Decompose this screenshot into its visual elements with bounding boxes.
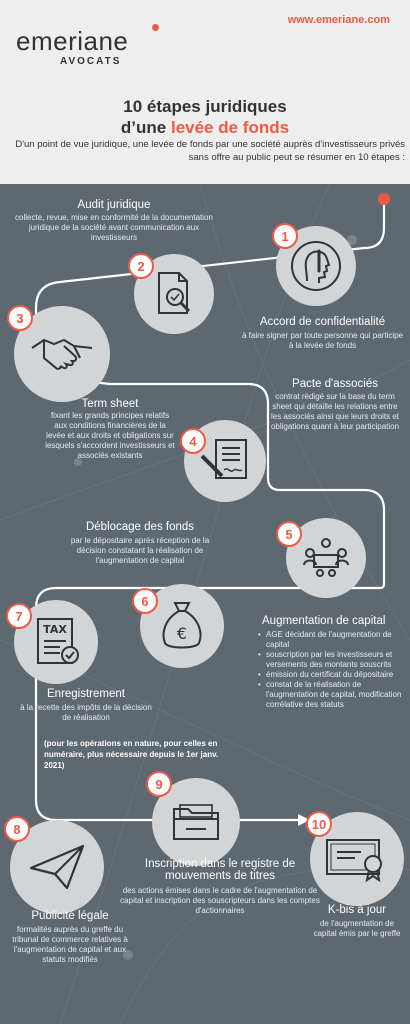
logo: emeriane AVOCATS	[16, 24, 159, 67]
step-10-badge: 10	[306, 811, 332, 837]
logo-name: emeriane	[16, 26, 129, 56]
step-7-desc: à la recette des impôts de la décision d…	[20, 703, 152, 722]
step-5-title: Augmentation de capital	[262, 615, 386, 627]
step-4-title: Pacte d'associés	[292, 378, 378, 390]
step-5-bullet: émission du certificat du dépositaire	[258, 670, 408, 680]
step-1-desc: à faire signer par toute personne qui pa…	[242, 331, 403, 350]
title-accent: levée de fonds	[170, 118, 290, 137]
title-line-2: d’une levée de fonds	[0, 117, 410, 138]
step-5-badge: 5	[276, 521, 302, 547]
timeline-arrow	[298, 814, 310, 826]
step-8-desc: formalités auprès du greffe du tribunal …	[12, 925, 128, 964]
meeting-table-icon	[300, 535, 352, 581]
step-5-bullet: constat de la réalisation de l'augmentat…	[258, 680, 408, 710]
svg-text:€: €	[177, 624, 187, 643]
step-7-title: Enregistrement	[47, 688, 125, 700]
step-6-desc: par le dépositaire après réception de la…	[70, 536, 210, 565]
step-2-desc: collecte, revue, mise en conformité de l…	[15, 213, 213, 242]
step-5-bullets: AGE décidant de l'augmentation de capita…	[258, 630, 408, 710]
contract-signing-icon	[198, 436, 252, 486]
step-10-desc: de l'augmentation de capital émis par le…	[313, 919, 401, 938]
tax-form-icon: TAX	[30, 615, 82, 669]
step-5-bullet: AGE décidant de l'augmentation de capita…	[258, 630, 408, 650]
step-8-title: Publicité légale	[31, 910, 109, 922]
silence-finger-icon	[289, 239, 343, 293]
svg-text:TAX: TAX	[43, 623, 67, 636]
step-6-badge: 6	[132, 588, 158, 614]
logo-subtitle: AVOCATS	[60, 56, 122, 67]
website-link[interactable]: www.emeriane.com	[287, 14, 390, 26]
title-line-1: 10 étapes juridiques	[123, 97, 287, 116]
handshake-icon	[30, 334, 94, 374]
folder-icon	[170, 799, 222, 845]
page-title: 10 étapes juridiques d’une levée de fond…	[0, 96, 410, 138]
logo-dot	[152, 24, 159, 31]
step-3-desc: fixant les grands principes relatifs aux…	[45, 411, 175, 460]
step-4-badge: 4	[180, 428, 206, 454]
step-9-badge: 9	[146, 771, 172, 797]
document-search-icon	[149, 269, 199, 319]
certificate-icon	[325, 836, 389, 882]
paper-plane-icon	[27, 842, 87, 892]
step-7-note: (pour les opérations en nature, pour cel…	[44, 739, 219, 770]
step-6-title: Déblocage des fonds	[85, 521, 195, 533]
title-prefix: d’une	[120, 118, 171, 137]
step-7-badge: 7	[6, 603, 32, 629]
step-9-desc: des actions émises dans le cadre de l'au…	[120, 886, 320, 915]
intro-text: D'un point de vue juridique, une levée d…	[15, 139, 405, 163]
step-3-title: Term sheet	[81, 398, 139, 410]
step-2-title: Audit juridique	[77, 199, 151, 211]
step-2-badge: 2	[128, 253, 154, 279]
step-8-badge: 8	[4, 816, 30, 842]
step-4-desc: contrat rédigé sur la base du term sheet…	[270, 392, 400, 431]
step-5-bullet: souscription par les investisseurs et ve…	[258, 650, 408, 670]
step-10-title: K-bis à jour	[327, 904, 387, 916]
step-1-badge: 1	[272, 223, 298, 249]
timeline-start-dot	[378, 193, 390, 205]
euro-money-bag-icon: €	[159, 599, 205, 653]
header: www.emeriane.com emeriane AVOCATS 10 éta…	[0, 0, 410, 184]
step-9-title: Inscription dans le registre de mouvemen…	[144, 858, 296, 882]
step-1-title: Accord de confidentialité	[259, 316, 386, 328]
step-3-badge: 3	[7, 305, 33, 331]
